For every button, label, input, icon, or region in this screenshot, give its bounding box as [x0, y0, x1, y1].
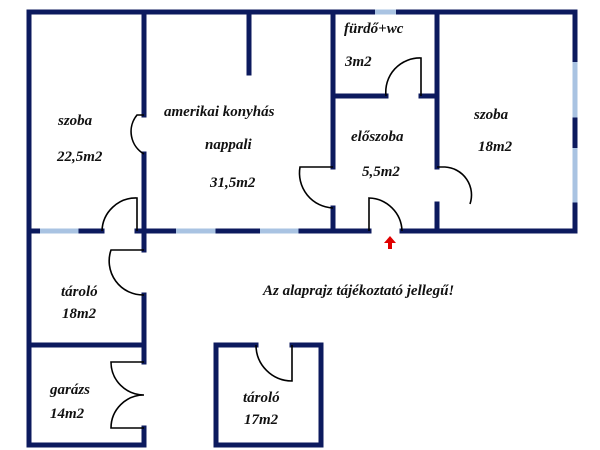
- room-area: 18m2: [62, 306, 97, 322]
- room-labels: szoba 22,5m2 amerikai konyhás nappali 31…: [49, 21, 513, 428]
- room-name: tároló: [61, 284, 98, 300]
- door-szoba-tarolo: [101, 197, 138, 232]
- entrance-arrow-icon: [384, 236, 396, 249]
- room-area: 31,5m2: [209, 175, 256, 191]
- room-area: 5,5m2: [362, 164, 400, 180]
- room-area: 3m2: [344, 54, 372, 70]
- door-szoba-eloszoba: [437, 166, 473, 205]
- room-name: tároló: [243, 390, 280, 406]
- room-area: 17m2: [244, 412, 279, 428]
- door-furdo: [384, 57, 422, 97]
- room-name: fürdő+wc: [344, 21, 404, 37]
- walls: [26, 9, 578, 448]
- entrance-door: [368, 197, 403, 232]
- disclaimer-note: Az alaprajz tájékoztató jellegű!: [262, 283, 454, 299]
- door-szoba-nappali: [130, 114, 145, 155]
- door-tarolo: [108, 249, 145, 296]
- door-garazs: [110, 361, 145, 429]
- room-area: 22,5m2: [56, 149, 103, 165]
- room-area: 14m2: [50, 406, 85, 422]
- room-name: szoba: [57, 113, 93, 129]
- room-name: előszoba: [351, 129, 404, 145]
- room-area: 18m2: [478, 139, 513, 155]
- room-name: szoba: [473, 107, 509, 123]
- room-name-2: nappali: [205, 137, 253, 153]
- room-name: garázs: [49, 382, 90, 398]
- door-tarolo-2: [255, 344, 293, 382]
- door-eloszoba-nappali: [298, 166, 334, 209]
- room-name: amerikai konyhás: [164, 104, 275, 120]
- doors: [101, 57, 473, 429]
